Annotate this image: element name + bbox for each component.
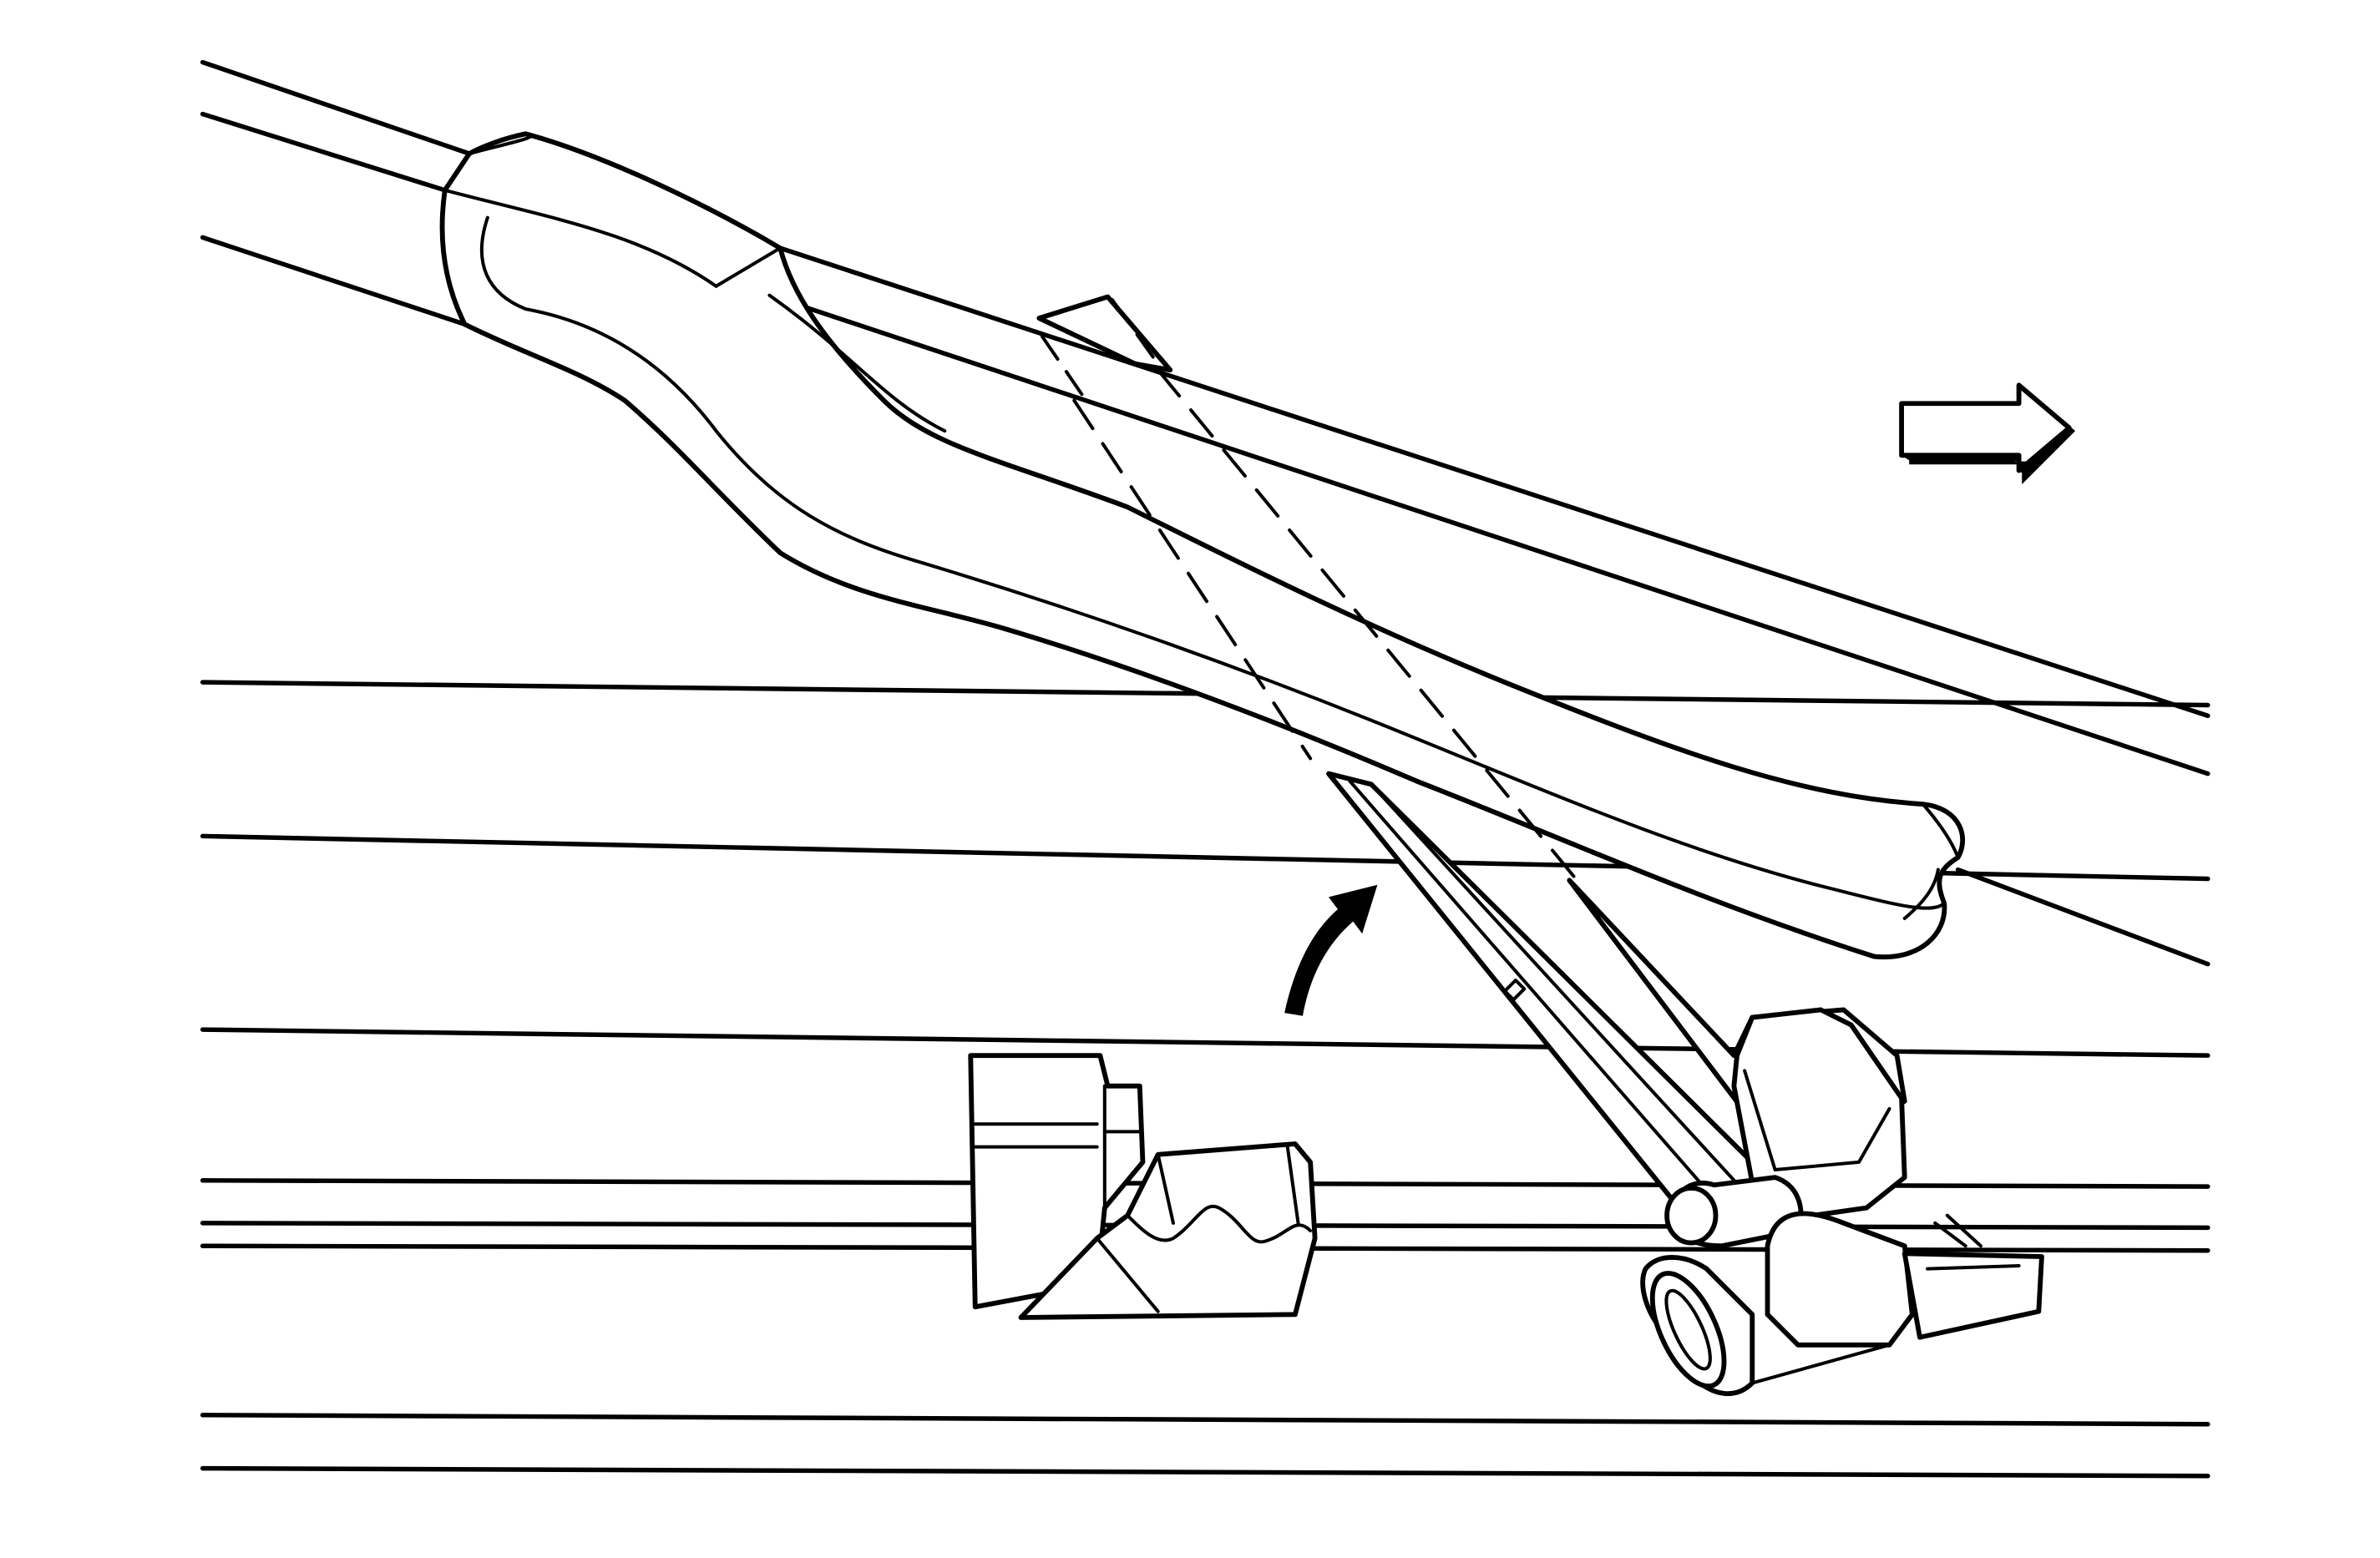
blade-refill xyxy=(1326,771,1785,1226)
hidden-lines xyxy=(1072,368,1579,883)
wiper-blade-body xyxy=(439,131,1966,960)
pivot-bracket xyxy=(968,1053,1318,1320)
retaining-clip xyxy=(1036,294,1173,397)
arrow-right-icon xyxy=(1899,382,2076,484)
curved-arrow-icon xyxy=(1284,884,1378,1016)
blade-connector xyxy=(1567,878,2044,1396)
wiper-arm xyxy=(200,59,2210,967)
